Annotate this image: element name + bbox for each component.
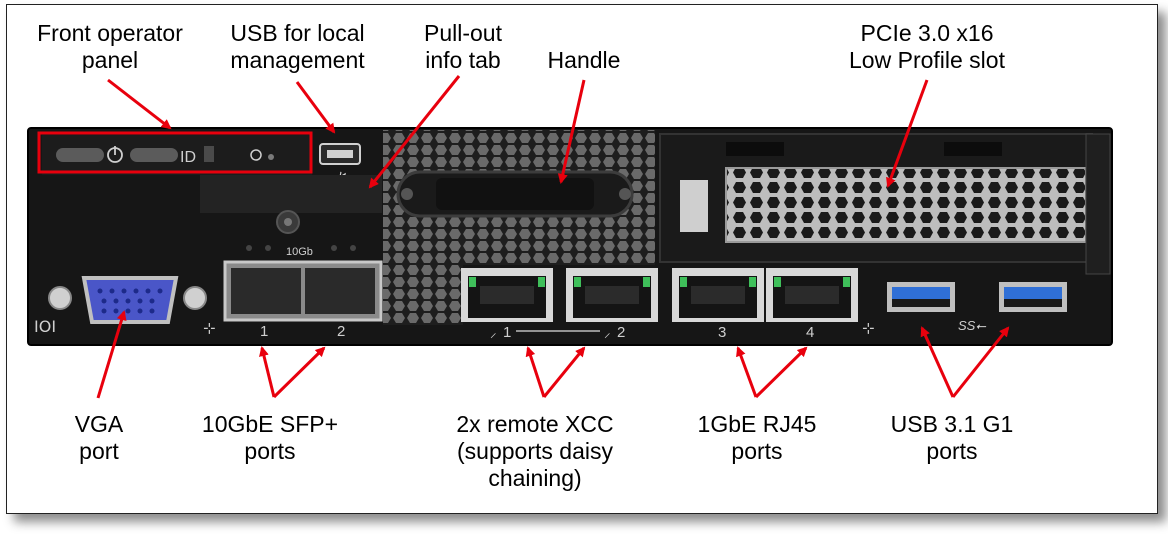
label-pull-out-info-tab: Pull-out info tab: [424, 20, 502, 73]
arrow-pull-out: [368, 75, 461, 189]
label-remote-xcc: 2x remote XCC (supports daisy chaining): [456, 411, 614, 491]
fault-indicator: [204, 146, 214, 162]
label-front-operator-panel: Front operator panel: [37, 20, 183, 73]
sfp-port-2: [305, 268, 375, 314]
vent-grille-lower: [383, 255, 463, 325]
id-text: ID: [180, 149, 196, 166]
rj-number-2: 2: [617, 324, 625, 341]
wrench-icon-1: ⸝: [490, 326, 497, 341]
power-led: [56, 148, 104, 162]
rj-number-4: 4: [806, 324, 814, 341]
rj45-port-3: [672, 268, 764, 322]
arrow-vga: [96, 310, 127, 399]
vga-symbol-icon: IOI: [34, 317, 56, 336]
operator-panel-highlight: [37, 131, 313, 174]
arrow-sfp-2: [272, 346, 326, 399]
arrow-usb31-1: [920, 326, 955, 398]
usb-port-1: [887, 282, 955, 312]
label-rj45-ports: 1GbE RJ45 ports: [697, 411, 817, 464]
vga-screw-right: [183, 286, 207, 310]
arrow-xcc-2: [542, 346, 586, 398]
superspeed-usb-icon: SS⭠: [958, 318, 986, 333]
arrow-sfp-1: [259, 346, 276, 398]
label-usb-local-management: USB for local management: [230, 20, 365, 73]
arrow-usb31-2: [951, 326, 1010, 398]
status-dot: [268, 154, 274, 160]
rj45-port-4: [766, 268, 858, 322]
vga-screw-left: [48, 286, 72, 310]
standby-power-icon: [250, 149, 262, 161]
arrow-usb-local: [295, 81, 336, 134]
sfp-number-2: 2: [337, 323, 345, 340]
pull-out-info-tab: [200, 175, 382, 213]
label-pcie-slot: PCIe 3.0 x16 Low Profile slot: [849, 20, 1005, 73]
label-handle: Handle: [547, 47, 621, 73]
arrow-pcie: [886, 79, 929, 188]
arrow-handle: [557, 79, 586, 184]
chassis-bezel: [27, 127, 1113, 346]
label-sfp-ports: 10GbE SFP+ ports: [201, 411, 339, 464]
id-led: [130, 148, 178, 162]
rj-number-3: 3: [718, 324, 726, 341]
sfp-port-1: [231, 268, 301, 314]
arrow-rj45-3: [736, 346, 758, 398]
sfp-number-1: 1: [260, 323, 268, 340]
wrench-icon-2: ⸝: [604, 326, 611, 341]
arrow-rj45-4: [754, 346, 808, 399]
pcie-bracket: [725, 167, 1087, 243]
rj45-port-2: [566, 268, 658, 322]
ss-text: SS: [958, 318, 976, 333]
usb-port-2: [999, 282, 1067, 312]
rj45-port-1: [461, 268, 553, 322]
network-icon-right: ⊹: [862, 319, 875, 337]
label-vga-port: VGA port: [74, 411, 124, 464]
arrow-operator-panel: [107, 78, 172, 130]
rj-number-1: 1: [503, 324, 511, 341]
network-icon-left: ⊹: [203, 319, 216, 337]
arrow-xcc-1: [525, 346, 546, 398]
callout-arrows: [96, 75, 1010, 399]
label-usb31-ports: USB 3.1 G1 ports: [890, 411, 1014, 464]
ten-gb-label: 10Gb: [286, 246, 313, 258]
